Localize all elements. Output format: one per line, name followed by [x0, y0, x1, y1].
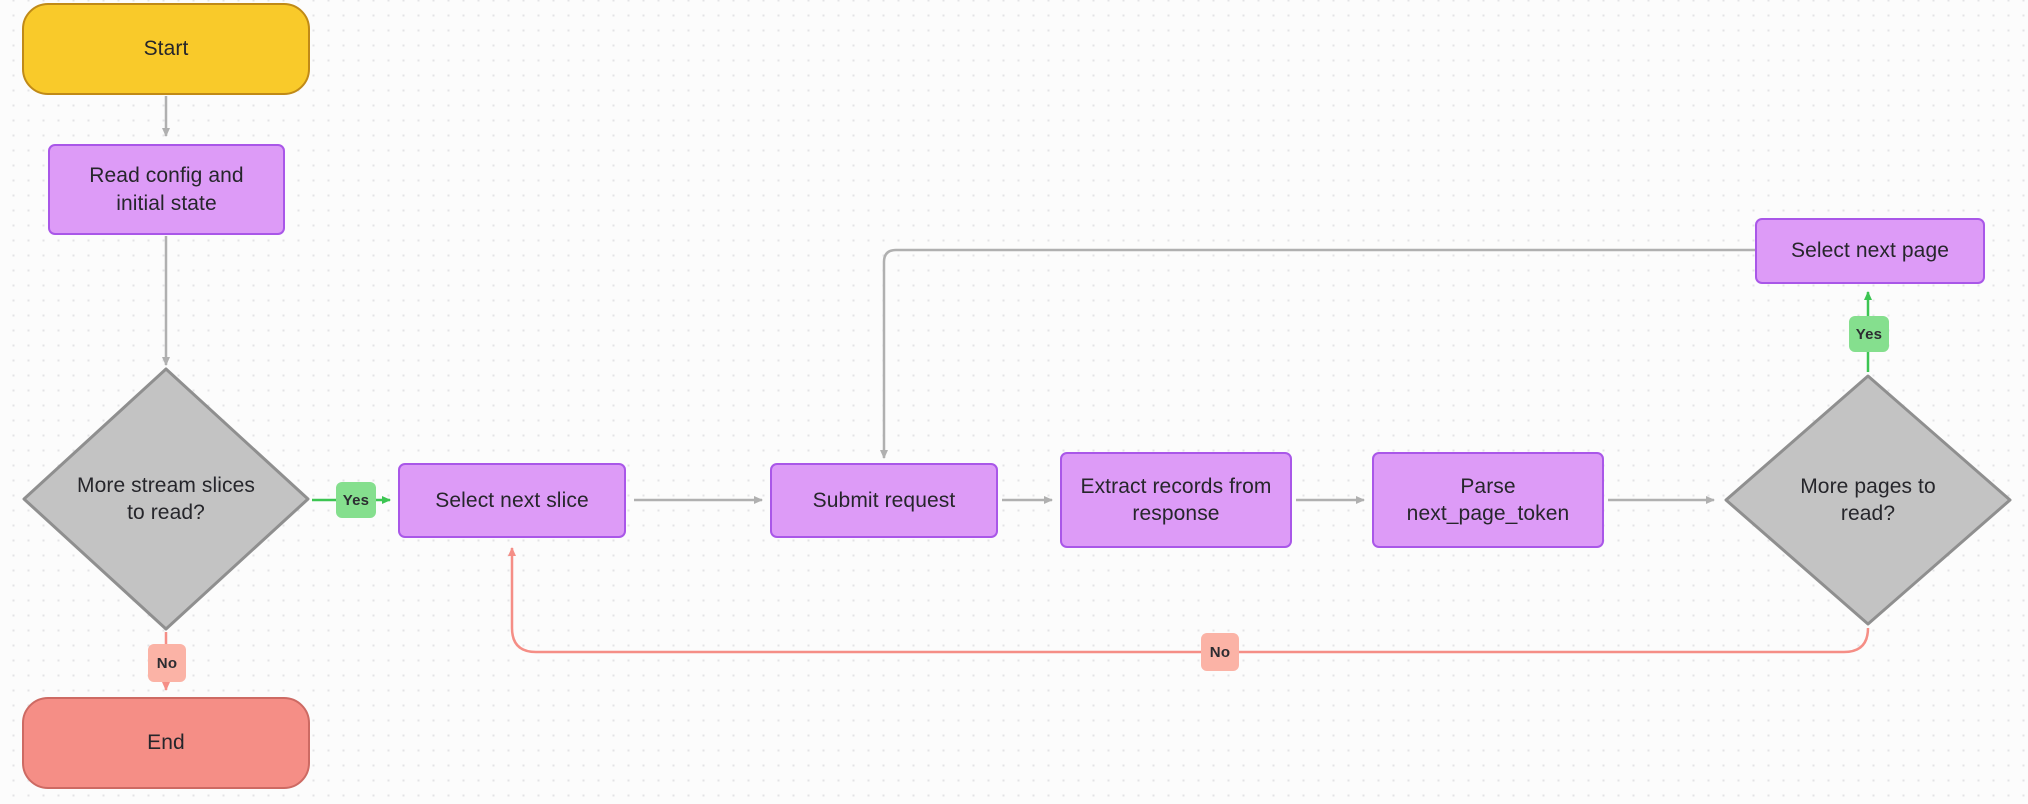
- edge-select-page-to-submit-request: [880, 248, 1755, 459]
- node-submit-request[interactable]: Submit request: [770, 463, 998, 538]
- node-parse-next-page-token-label: Parse next_page_token: [1406, 474, 1570, 525]
- edge-label-pages-no-text: No: [1209, 643, 1231, 661]
- node-select-next-page[interactable]: Select next page: [1755, 218, 1985, 284]
- node-end-label: End: [147, 731, 185, 755]
- node-more-pages-to-read-label: More pages to read?: [1800, 474, 1936, 525]
- node-select-next-page-label: Select next page: [1790, 239, 1950, 263]
- edge-label-slices-no-text: No: [156, 654, 178, 672]
- edge-label-slices-yes-text: Yes: [342, 491, 370, 509]
- node-read-config-label: Read config and initial state: [89, 164, 244, 215]
- edge-more-pages-no-to-select-slice: [508, 547, 1870, 654]
- node-more-stream-slices-label: More stream slices to read?: [76, 473, 255, 524]
- edge-label-slices-yes: Yes: [336, 482, 376, 518]
- edge-label-pages-yes-text: Yes: [1855, 325, 1883, 343]
- node-select-next-slice[interactable]: Select next slice: [398, 463, 626, 538]
- node-extract-records-label: Extract records from response: [1080, 474, 1272, 525]
- node-select-next-slice-label: Select next slice: [435, 488, 589, 512]
- edge-label-pages-yes: Yes: [1849, 316, 1889, 352]
- node-start-label: Start: [143, 37, 189, 61]
- decision-diamond-shape: [22, 367, 310, 631]
- node-extract-records[interactable]: Extract records from response: [1060, 452, 1292, 548]
- edge-label-pages-no: No: [1201, 633, 1239, 671]
- edge-label-slices-no: No: [148, 644, 186, 682]
- node-read-config[interactable]: Read config and initial state: [48, 144, 285, 235]
- node-start[interactable]: Start: [22, 3, 310, 95]
- node-more-stream-slices[interactable]: More stream slices to read?: [20, 365, 312, 633]
- node-submit-request-label: Submit request: [812, 488, 956, 512]
- node-end[interactable]: End: [22, 697, 310, 789]
- node-more-pages-to-read[interactable]: More pages to read?: [1722, 372, 2014, 628]
- node-parse-next-page-token[interactable]: Parse next_page_token: [1372, 452, 1604, 548]
- decision-diamond-shape: [1724, 374, 2012, 626]
